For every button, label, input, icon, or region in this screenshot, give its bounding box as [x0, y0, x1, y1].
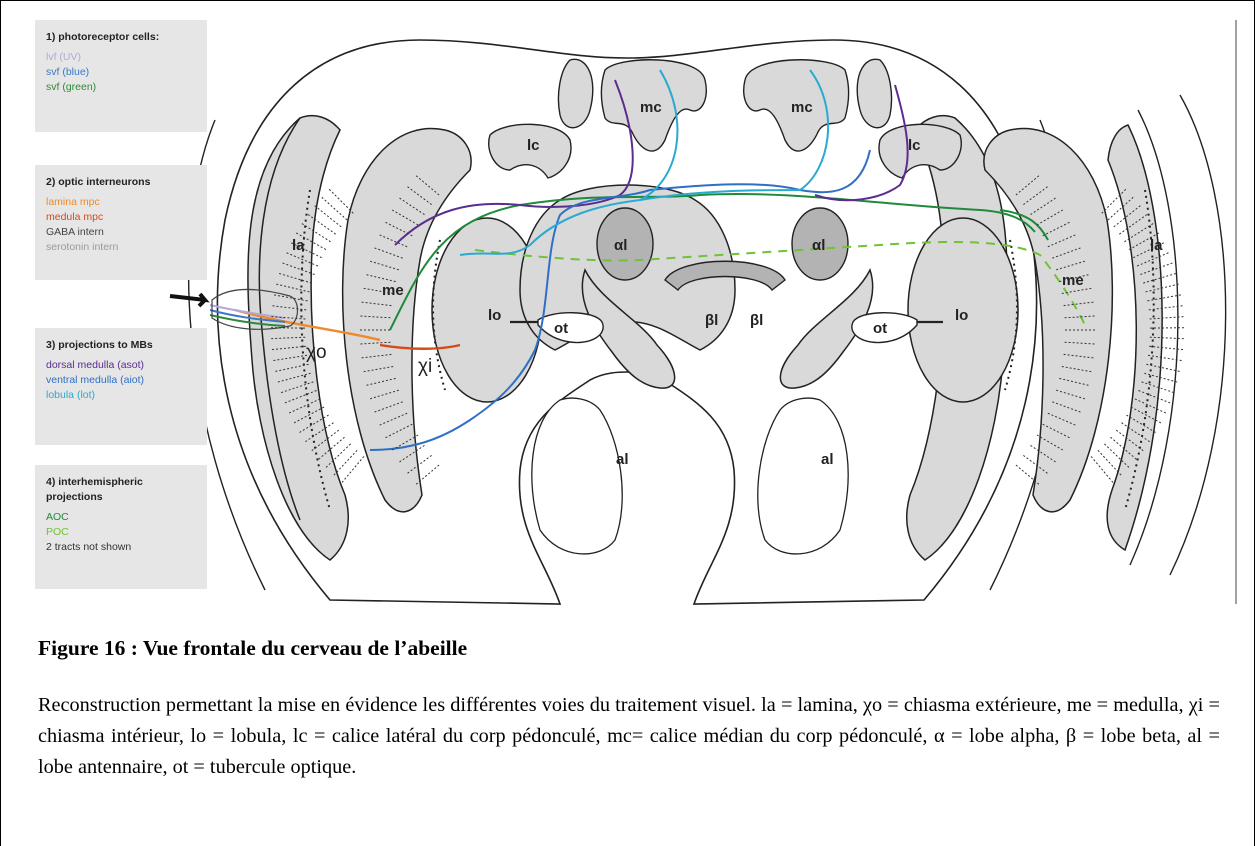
label-mc-right: mc — [791, 99, 813, 116]
legend-item: lobula (lot) — [46, 388, 199, 403]
legend-item: serotonin intern — [46, 240, 199, 255]
legend-item: medula mpc — [46, 210, 199, 225]
legend-item: lvf (UV) — [46, 50, 199, 65]
legend-item: dorsal medulla (asot) — [46, 358, 199, 373]
label-ot-right: ot — [873, 320, 887, 337]
label-al-right: al — [821, 451, 834, 468]
label-chi-o: χo — [306, 342, 327, 363]
label-beta-right: βl — [750, 312, 763, 329]
input-arrow — [170, 294, 205, 306]
label-me-left: me — [382, 282, 404, 299]
legend-photoreceptors: 1) photoreceptor cells: lvf (UV) svf (bl… — [35, 20, 207, 132]
label-la-right: la — [1150, 237, 1163, 254]
legend-item: ventral medulla (aiot) — [46, 373, 199, 388]
legend-interhemispheric: 4) interhemispheric projections AOC POC … — [35, 465, 207, 589]
legend-projections: 3) projections to MBs dorsal medulla (as… — [35, 328, 207, 445]
antennal-lobe-left — [532, 398, 622, 554]
label-me-right: me — [1062, 272, 1084, 289]
legend-item: AOC — [46, 510, 199, 525]
legend-title: 2) optic interneurons — [46, 175, 199, 190]
label-alpha-left: αl — [614, 237, 627, 254]
label-alpha-right: αl — [812, 237, 825, 254]
legend-item: lamina mpc — [46, 195, 199, 210]
legend-title: 3) projections to MBs — [46, 338, 199, 353]
label-mc-left: mc — [640, 99, 662, 116]
figure-caption-title: Figure 16 : Vue frontale du cerveau de l… — [38, 636, 467, 661]
legend-item: 2 tracts not shown — [46, 540, 199, 555]
label-la-left: la — [292, 237, 305, 254]
label-ot-left: ot — [554, 320, 568, 337]
legend-item: POC — [46, 525, 199, 540]
label-lc-right: lc — [908, 137, 921, 154]
figure-caption-text: Reconstruction permettant la mise en évi… — [38, 690, 1220, 783]
label-beta-left: βl — [705, 312, 718, 329]
label-lo-right: lo — [955, 307, 968, 324]
label-lc-left: lc — [527, 137, 540, 154]
legend-item: GABA intern — [46, 225, 199, 240]
legend-item: svf (blue) — [46, 65, 199, 80]
legend-interneurons: 2) optic interneurons lamina mpc medula … — [35, 165, 207, 280]
legend-title: 4) interhemispheric projections — [46, 475, 186, 505]
label-lo-left: lo — [488, 307, 501, 324]
legend-title: 1) photoreceptor cells: — [46, 30, 199, 45]
label-al-left: al — [616, 451, 629, 468]
legend-item: svf (green) — [46, 80, 199, 95]
label-chi-i: χi — [418, 356, 432, 377]
